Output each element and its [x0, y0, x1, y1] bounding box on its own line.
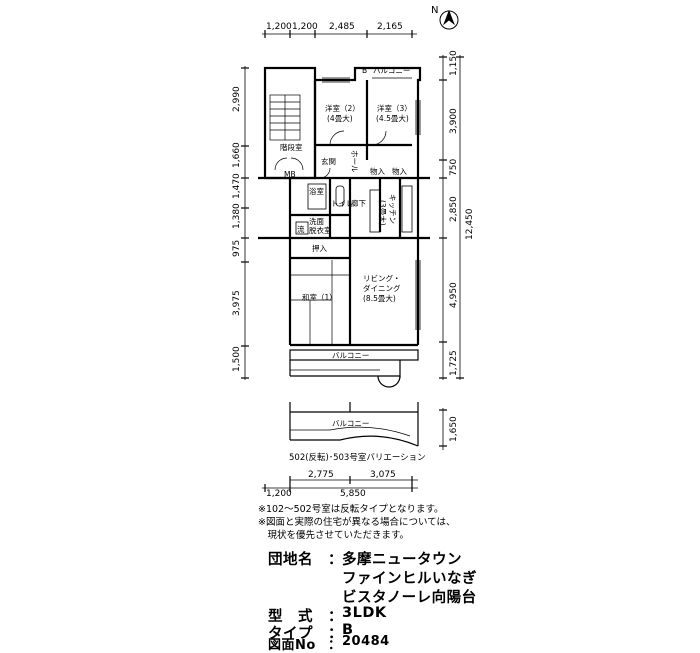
danchi-name-2: ファインヒルいなぎ [342, 571, 477, 587]
room-toilet: トイレ [331, 199, 354, 208]
dim-bottom-1b: 3,075 [370, 470, 396, 480]
dim-left-3: 1,470 [232, 173, 242, 199]
dim-right-5: 4,950 [449, 282, 459, 308]
dim-left-2: 1,660 [232, 142, 242, 168]
room-bath: 浴室 [309, 186, 324, 196]
dim-top-2: 1,200 [292, 22, 318, 32]
type-value: 3LDK [342, 605, 387, 621]
dim-left-6: 3,975 [232, 290, 242, 316]
room-japanese: 和室（1） [302, 292, 337, 302]
room-kitchen-size: (3畳大) [378, 200, 388, 226]
room-corridor: 廊下 [351, 198, 366, 208]
room-washroom-1: 洗面 [309, 216, 324, 226]
dim-right-3: 750 [449, 159, 459, 176]
room-kitchen: キッチン [388, 194, 397, 224]
danchi-name-1: 多摩ニュータウン [342, 552, 462, 568]
dim-top-4: 2,165 [377, 22, 403, 32]
room-oshiire: 押入 [312, 243, 327, 253]
room-western2-size: (4畳大) [327, 113, 353, 123]
dim-left-5: 975 [232, 240, 242, 257]
dim-right-2: 3,900 [449, 108, 459, 134]
note-line-2: ※図面と実際の住宅が異なる場合については、 [258, 517, 456, 528]
danchi-label: 団地名 [268, 552, 313, 568]
balcony-bottom-label: バルコニー [332, 351, 369, 360]
mb-label: MB [284, 170, 296, 179]
info-drawing-row: 図面No：20484 [268, 634, 390, 653]
room-storage-2: 物入 [392, 166, 407, 176]
taipu-label: タイプ [268, 626, 313, 642]
room-entrance: 玄関 [321, 156, 336, 166]
dim-right-1: 1,150 [449, 50, 459, 76]
dim-right-6: 1,725 [449, 350, 459, 376]
balcony-top-label: バルコニー [373, 66, 410, 75]
room-storage-1: 物入 [370, 166, 385, 176]
dim-left-1: 2,990 [232, 86, 242, 112]
room-stairs: 階段室 [280, 142, 303, 152]
room-sink: 流 [297, 224, 305, 234]
room-living-size: (8.5畳大) [363, 293, 396, 303]
b-mark: B [362, 66, 367, 75]
drawing-label: 図面No [268, 638, 316, 653]
dim-left-4: 1,380 [232, 203, 242, 229]
dim-top-3: 2,485 [329, 22, 355, 32]
room-living-2: ダイニング [363, 283, 401, 293]
drawing-value: 20484 [342, 634, 390, 649]
dim-right-total: 12,450 [465, 208, 475, 240]
dim-bottom-1a: 2,775 [308, 470, 334, 480]
info-danchi-row: 団地名：多摩ニュータウン [268, 548, 462, 569]
room-washroom-2: 脱衣室 [309, 225, 332, 235]
balcony-variation-label: バルコニー [332, 419, 369, 428]
compass-north: N [431, 5, 438, 16]
room-living-1: リビング・ [363, 273, 401, 283]
room-hall: ホール [350, 150, 359, 173]
note-line-3: 現状を優先させていただきます。 [258, 530, 410, 541]
info-type-row: 型 式：3LDK [268, 605, 387, 625]
taipu-value: B [342, 622, 354, 638]
variation-caption: 502(反転)･503号室バリエーション [289, 452, 426, 463]
dim-bottom-2a: 1,200 [266, 489, 292, 499]
room-western3-name: 洋室（3） [377, 103, 412, 113]
danchi-name-3: ビスタノーレ向陽台 [342, 590, 477, 606]
dim-variation-right: 1,650 [449, 416, 459, 442]
room-western2-name: 洋室（2） [325, 103, 360, 113]
dim-top-1: 1,200 [266, 22, 292, 32]
room-western3-size: (4.5畳大) [376, 113, 409, 123]
note-line-1: ※102～502号室は反転タイプとなります。 [258, 504, 444, 515]
dim-bottom-2b: 5,850 [340, 489, 366, 499]
dim-right-4: 2,850 [449, 196, 459, 222]
type-label: 型 式 [268, 609, 313, 625]
info-taipu-row: タイプ：B [268, 622, 354, 642]
dim-left-7: 1,500 [232, 346, 242, 372]
